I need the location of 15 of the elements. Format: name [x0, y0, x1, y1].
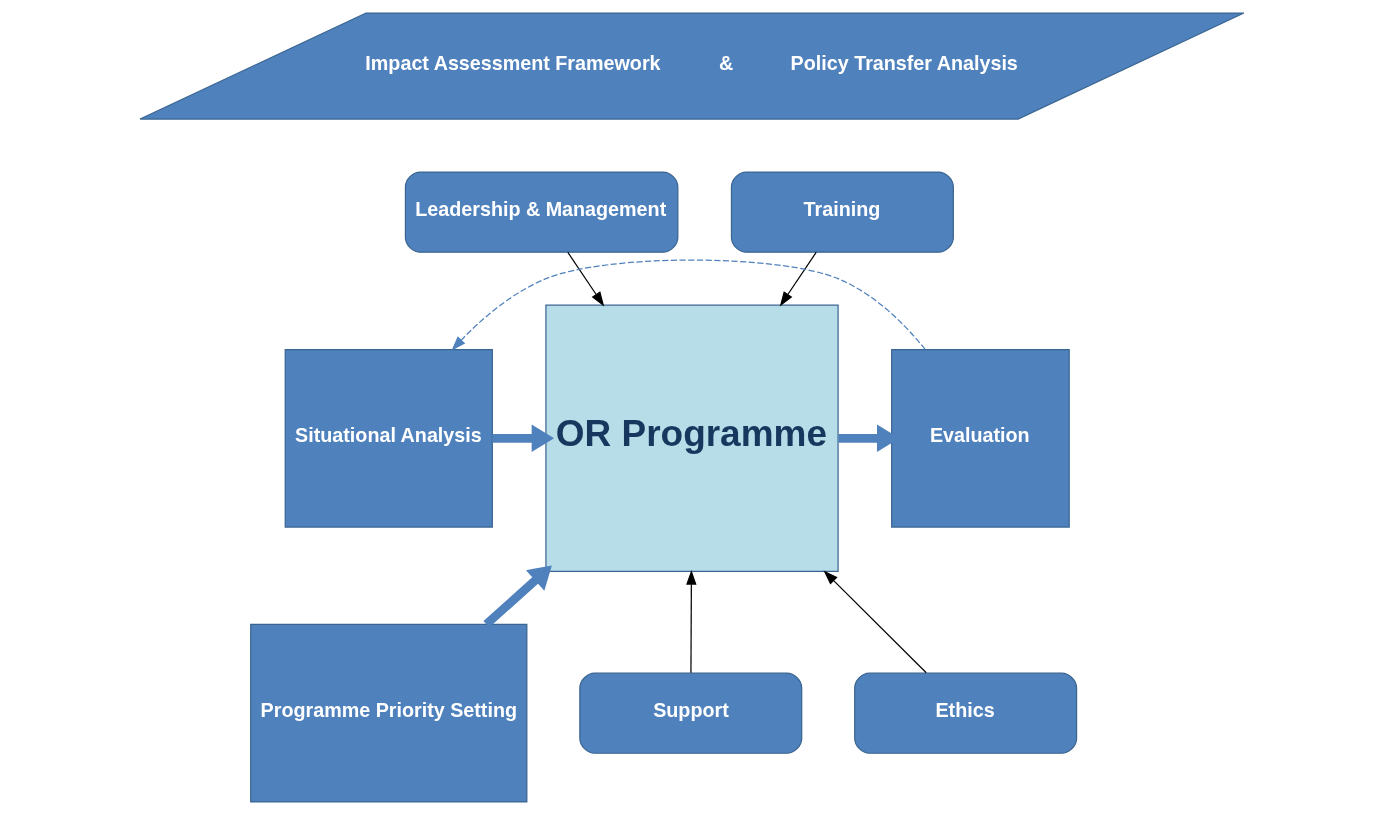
node-box: OR Programme: [544, 304, 839, 573]
arrow: [566, 251, 604, 307]
node-box: Leadership & Management: [404, 171, 678, 253]
arrow: [779, 251, 817, 307]
node-box: Evaluation: [890, 348, 1070, 528]
node-box: Situational Analysis: [284, 348, 493, 528]
arrow: [450, 259, 926, 351]
arrow: [823, 570, 927, 674]
arrow: [685, 569, 697, 674]
node-box: Training: [730, 171, 954, 253]
arrow: [491, 424, 554, 453]
arrow: [482, 565, 552, 628]
node-box: Support: [578, 672, 802, 754]
node-box: Ethics: [853, 672, 1077, 754]
node-box: Programme Priority Setting: [249, 623, 527, 803]
